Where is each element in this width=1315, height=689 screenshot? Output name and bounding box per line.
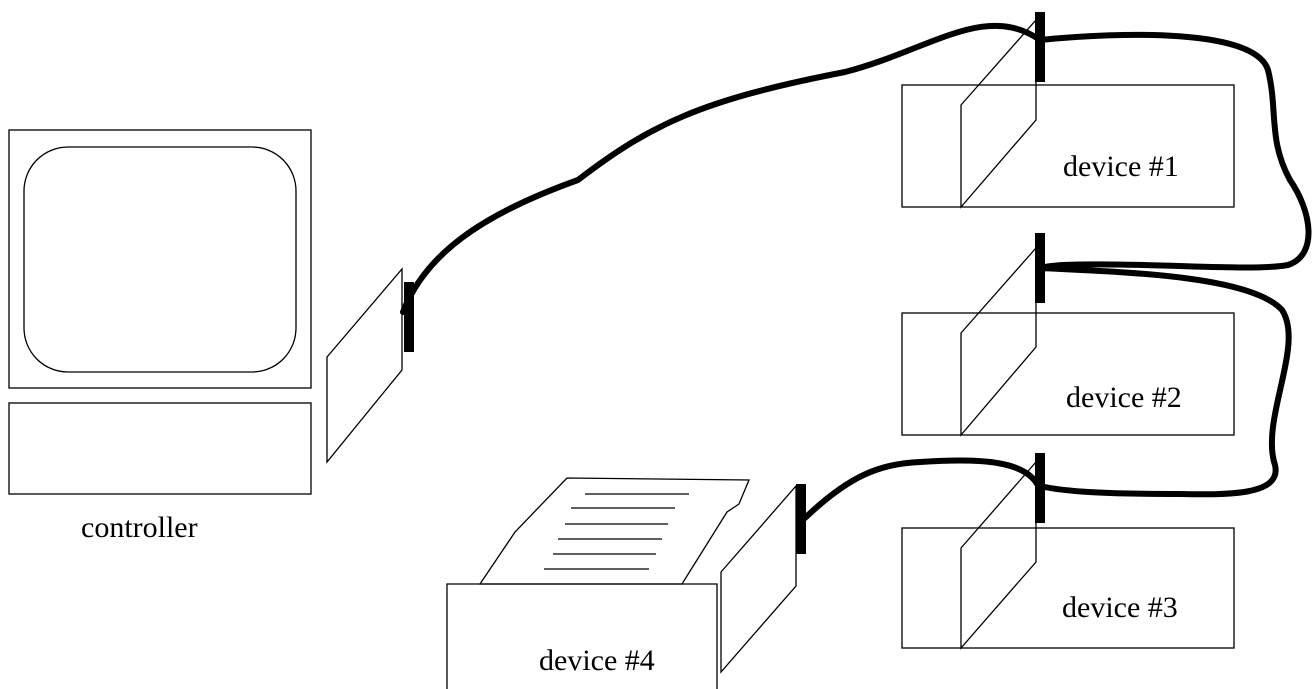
controller: controller [8,129,414,544]
device-2-port-card [960,246,1037,437]
device-1-box [901,84,1235,208]
controller-port-card [326,267,403,464]
cable-controller-device1 [400,22,1043,315]
device-1-connector [1035,12,1045,82]
device-2-label: device #2 [1066,381,1182,414]
controller-connector [404,282,414,352]
device-1-port-card [960,18,1037,209]
device-3: device #3 [901,453,1235,650]
printer-paper [478,477,750,585]
device-4-label: device #4 [539,644,655,677]
device-2: device #2 [901,233,1235,437]
device-1-label: device #1 [1063,150,1179,183]
device-4: device #4 [446,477,806,689]
device-4-connector [796,484,806,554]
device-1: device #1 [901,12,1235,209]
controller-label: controller [81,511,198,544]
cables [400,22,1312,521]
device-3-label: device #3 [1062,591,1178,624]
printer-text-lines [544,493,689,570]
cable-device2-device3 [1037,265,1292,498]
controller-screen [23,146,297,373]
cable-device3-device4 [802,457,1043,521]
controller-base [8,402,312,495]
device-3-box [901,527,1235,649]
cable-device1-device2 [1037,31,1312,271]
device-2-box [901,312,1235,436]
controller-monitor [8,129,312,389]
device-3-port-card [960,460,1037,650]
device-4-port-card [720,484,797,674]
